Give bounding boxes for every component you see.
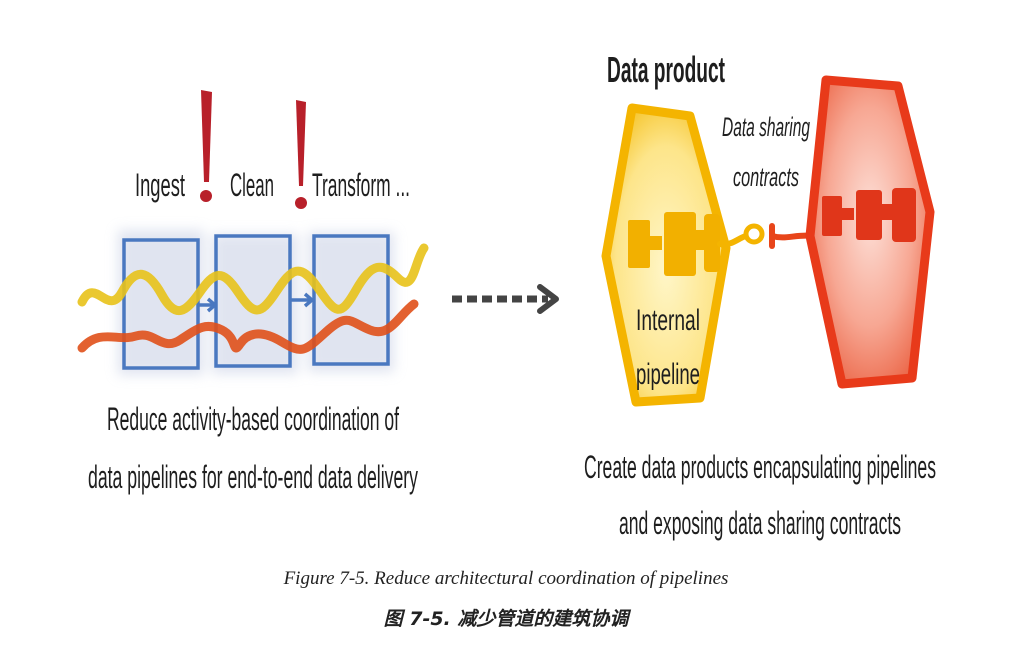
- stage-label-clean: Clean: [230, 167, 274, 203]
- internal-pipeline-icon: [628, 212, 720, 276]
- external-pipeline-icon: [822, 188, 916, 242]
- pipeline-block-1: [628, 220, 650, 268]
- pipeline-smudge-backgrounds: [118, 230, 394, 375]
- left-pipeline-group: Ingest Clean Transform ... Reduce activi…: [77, 90, 429, 495]
- right-description-line2: and exposing data sharing contracts: [619, 505, 901, 541]
- internal-pipeline-label-line1: Internal: [636, 304, 700, 337]
- pipeline-block-1: [822, 196, 842, 236]
- arrow-head-icon: [537, 284, 559, 314]
- left-description-line2: data pipelines for end-to-end data deliv…: [88, 459, 418, 495]
- smudge-clean: [212, 234, 298, 374]
- stage-label-transform: Transform ...: [312, 167, 410, 203]
- contract-label-line1: Data sharing: [722, 112, 810, 142]
- contract-label-line2: contracts: [733, 162, 799, 192]
- stage-label-ingest: Ingest: [135, 167, 185, 203]
- stage-connector-arrows: [198, 292, 315, 313]
- contract-connector: [717, 223, 815, 249]
- data-product-title: Data product: [607, 49, 725, 90]
- figure-caption-english: Figure 7-5. Reduce architectural coordin…: [283, 568, 729, 589]
- exclamation-bar-icon: [296, 100, 306, 186]
- figure-caption-chinese: 图 7-5. 减少管道的建筑协调: [383, 608, 629, 630]
- connector-arrowhead-1: [206, 297, 218, 313]
- pipeline-link-2: [696, 230, 704, 250]
- pipeline-block-2: [856, 190, 882, 240]
- pipeline-block-2: [664, 212, 696, 276]
- right-data-product-group: Data product Data shar: [584, 49, 936, 541]
- exclamation-dot-icon: [200, 190, 212, 202]
- flow-line-yellow: [77, 243, 429, 316]
- internal-pipeline-label-line2: pipeline: [636, 358, 700, 391]
- pipeline-block-3: [704, 214, 720, 272]
- flow-line-orange: [77, 299, 419, 354]
- exclamation-dot-icon: [295, 197, 307, 209]
- exclamation-bar-icon: [201, 90, 212, 182]
- pipeline-link-1: [650, 236, 662, 250]
- pipeline-block-3: [892, 188, 916, 242]
- pipeline-link-2: [882, 204, 892, 220]
- contract-socket-icon: [743, 223, 765, 245]
- connector-arrowhead-2: [303, 292, 315, 308]
- alert-exclamation-1: [200, 90, 212, 202]
- left-description-line1: Reduce activity-based coordination of: [107, 401, 399, 437]
- transition-arrow: [452, 284, 559, 314]
- alert-exclamation-2: [295, 100, 307, 209]
- pipeline-link-1: [842, 208, 854, 220]
- right-description-line1: Create data products encapsulating pipel…: [584, 449, 936, 485]
